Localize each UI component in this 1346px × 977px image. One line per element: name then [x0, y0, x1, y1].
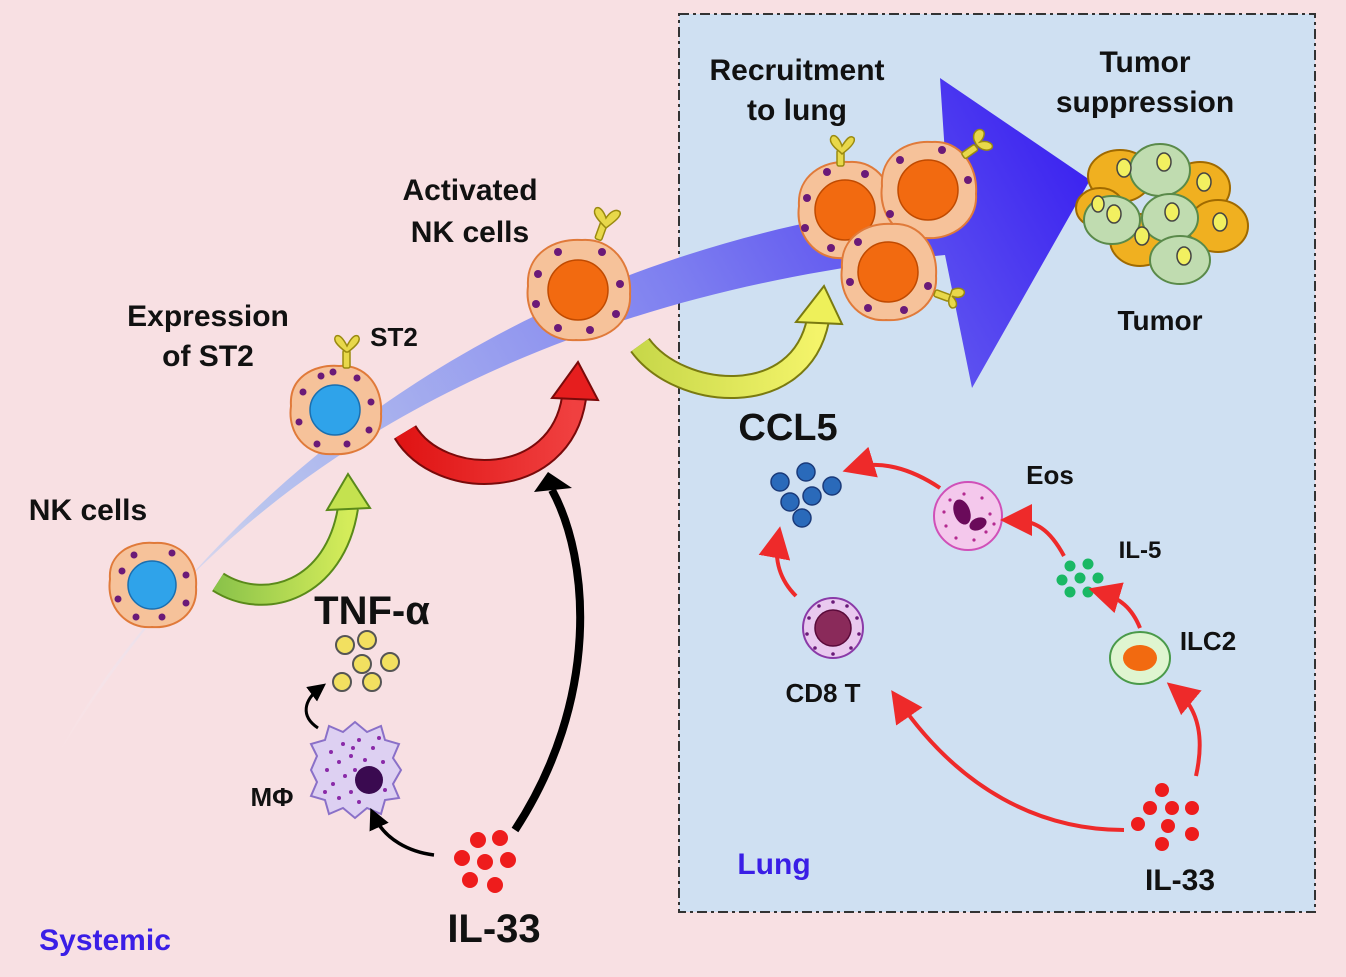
lung-red-arrows [758, 446, 1202, 832]
systemic-region-label: Systemic [39, 924, 171, 957]
il33-to-macrophage-arrow [369, 808, 435, 857]
il33-lung-molecules [1131, 783, 1199, 851]
il33-lung-label: IL-33 [1145, 864, 1215, 897]
ilc2-label: ILC2 [1180, 626, 1236, 656]
tumor-cell-cluster [1075, 143, 1249, 285]
ilc2-cell [1109, 631, 1171, 685]
tumor-label: Tumor [1117, 305, 1202, 336]
recruitment-label-line2: to lung [747, 94, 847, 127]
recruited-nk-cell-cluster [797, 128, 994, 322]
expression-st2-label-line1: Expression [127, 300, 289, 333]
st2-label: ST2 [370, 322, 418, 352]
recruitment-label-line1: Recruitment [709, 54, 884, 87]
macrophage-cell [309, 720, 403, 820]
il5-label: IL-5 [1119, 537, 1162, 564]
activated-nk-label-line1: Activated [402, 174, 537, 207]
eos-label: Eos [1026, 460, 1074, 490]
activated-st2-receptor-icon [593, 206, 622, 241]
nk-cells-label: NK cells [29, 494, 147, 527]
yellow-transition-arrow [630, 284, 844, 400]
activated-nk-cell [526, 238, 632, 342]
eosinophil-cell [933, 481, 1003, 551]
il33-to-activation-arrow [511, 488, 585, 833]
activated-nk-label-line2: NK cells [411, 216, 529, 249]
red-transition-arrow [393, 360, 600, 485]
cd8t-label: CD8 T [785, 678, 860, 708]
il33-systemic-molecules [454, 830, 516, 893]
macrophage-to-tnf-arrow [304, 683, 326, 730]
expression-st2-label-line2: of ST2 [162, 340, 254, 373]
il33-systemic-label: IL-33 [447, 907, 540, 951]
tumor-suppression-label-line1: Tumor [1099, 46, 1190, 79]
tnf-alpha-molecules [332, 630, 400, 692]
ccl5-label: CCL5 [738, 407, 837, 449]
nk-cell-resting [108, 541, 198, 629]
cd8-t-cell [802, 597, 864, 659]
nk-cell-st2 [289, 364, 383, 456]
st2-receptor-icon [334, 334, 360, 369]
green-transition-arrow [212, 472, 372, 606]
macrophage-label: MΦ [251, 782, 294, 812]
tumor-suppression-label-line2: suppression [1056, 86, 1234, 119]
ccl5-molecules [770, 462, 842, 528]
tnf-alpha-label: TNF-α [314, 589, 430, 633]
lung-region-label: Lung [737, 848, 810, 881]
